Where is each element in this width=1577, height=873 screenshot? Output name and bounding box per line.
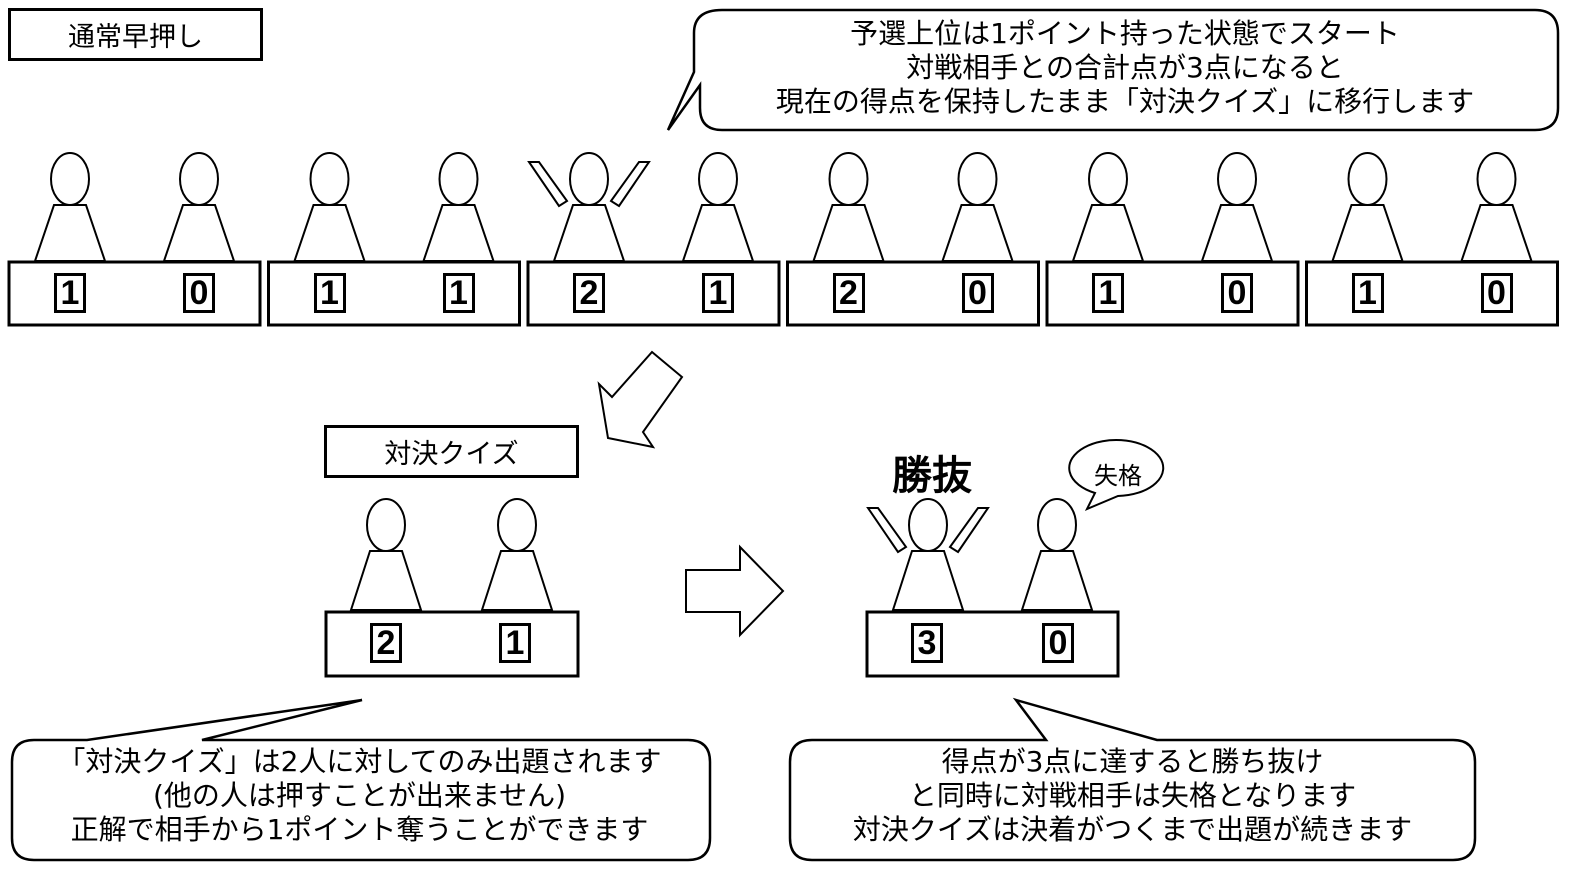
winner-contestant-head — [908, 498, 948, 552]
winner-contestant-right-arm — [948, 507, 990, 554]
contestant-body — [162, 204, 236, 262]
normal-desk — [7, 260, 262, 327]
duel-contestant-body — [349, 550, 423, 611]
result-callout-line: と同時に対戦相手は失格となります — [908, 779, 1357, 812]
normal-desk-score: 0 — [961, 273, 994, 313]
contestant-head — [1347, 152, 1388, 206]
normal-desk — [267, 260, 521, 327]
contestant-body — [681, 204, 755, 262]
winner-contestant-left-arm — [866, 507, 908, 554]
disqualified-bubble — [1068, 439, 1165, 511]
normal-desk-score: 0 — [1221, 273, 1253, 313]
normal-desk — [526, 260, 781, 327]
normal-desk-score: 2 — [573, 273, 605, 313]
contestant-head — [438, 152, 479, 206]
normal-desk-score: 1 — [54, 273, 86, 313]
contestant-body — [422, 204, 495, 262]
contestant-body — [812, 204, 885, 262]
contestant-body — [1200, 204, 1274, 262]
top-callout-line: 現在の得点を保持したまま「対決クイズ」に移行します — [775, 85, 1475, 118]
normal-desk-score: 0 — [1480, 273, 1513, 313]
contestant-head — [828, 152, 869, 206]
winner-label: 勝抜 — [892, 453, 972, 499]
result-callout-text: 得点が3点に達すると勝ち抜け と同時に対戦相手は失格となります 対決クイズは決着… — [790, 745, 1475, 847]
contestant-head — [309, 152, 350, 206]
contestant-head — [569, 152, 609, 206]
normal-buzzer-label-text: 通常早押し — [68, 22, 203, 53]
contestant-head — [957, 152, 998, 206]
normal-desk-score: 1 — [313, 273, 346, 313]
normal-desk — [1305, 260, 1559, 327]
duel-score-left: 2 — [370, 623, 402, 663]
normal-desk-score: 1 — [442, 273, 475, 313]
contestant-body — [941, 204, 1014, 262]
duel-contestant-head — [497, 498, 537, 552]
down-left-arrow-icon — [597, 350, 684, 449]
normal-buzzer-label: 通常早押し — [8, 8, 263, 61]
top-callout-text: 予選上位は1ポイント持った状態でスタート 対戦相手との合計点が3点になると 現在… — [700, 17, 1550, 119]
normal-desk — [1045, 260, 1300, 327]
contestant-body — [552, 204, 626, 262]
result-score-winner: 3 — [911, 623, 943, 663]
contestant-head — [50, 152, 90, 206]
contestant-head — [1217, 152, 1257, 206]
contestant-right-arm — [609, 161, 651, 208]
contestant-left-arm — [527, 161, 569, 208]
duel-quiz-label: 対決クイズ — [324, 425, 579, 478]
duel-score-right: 1 — [499, 623, 531, 663]
loser-contestant-body — [1020, 550, 1094, 611]
contestant-body — [1331, 204, 1404, 262]
result-score-loser: 0 — [1042, 623, 1074, 663]
loser-contestant-head — [1037, 498, 1077, 552]
result-callout-line: 得点が3点に達すると勝ち抜け — [941, 745, 1324, 778]
top-callout-line: 予選上位は1ポイント持った状態でスタート — [850, 17, 1400, 50]
duel-contestant-body — [480, 550, 554, 611]
result-desk — [865, 610, 1120, 678]
contestant-head — [698, 152, 738, 206]
duel-callout-bubble — [10, 698, 712, 862]
contestant-head — [179, 152, 219, 206]
normal-desk-score: 0 — [183, 273, 215, 313]
contestant-body — [293, 204, 366, 262]
top-callout-line: 対戦相手との合計点が3点になると — [906, 51, 1344, 84]
duel-quiz-label-text: 対決クイズ — [384, 439, 519, 470]
normal-desk-score: 1 — [702, 273, 734, 313]
duel-contestant-head — [366, 498, 406, 552]
duel-callout-line: (他の人は押すことが出来ません) — [152, 779, 566, 812]
normal-desk-score: 1 — [1092, 273, 1124, 313]
contestant-head — [1088, 152, 1128, 206]
result-callout-bubble — [788, 697, 1477, 862]
right-arrow-icon — [685, 544, 785, 638]
top-callout-bubble — [666, 8, 1560, 132]
contestant-body — [1071, 204, 1145, 262]
duel-callout-text: 「対決クイズ」は2人に対してのみ出題されます (他の人は押すことが出来ません) … — [12, 745, 707, 847]
contestant-body — [1460, 204, 1533, 262]
contestant-head — [1476, 152, 1517, 206]
duel-callout-line: 「対決クイズ」は2人に対してのみ出題されます — [57, 745, 662, 778]
contestant-body — [33, 204, 107, 262]
normal-desk — [786, 260, 1040, 327]
normal-desk-score: 2 — [832, 273, 865, 313]
result-callout-line: 対決クイズは決着がつくまで出題が続きます — [852, 813, 1413, 846]
duel-callout-line: 正解で相手から1ポイント奪うことができます — [70, 813, 649, 846]
winner-contestant-body — [891, 550, 965, 611]
normal-desk-score: 1 — [1351, 273, 1384, 313]
duel-desk — [324, 610, 580, 678]
disqualified-bubble-text: 失格 — [1094, 462, 1142, 490]
